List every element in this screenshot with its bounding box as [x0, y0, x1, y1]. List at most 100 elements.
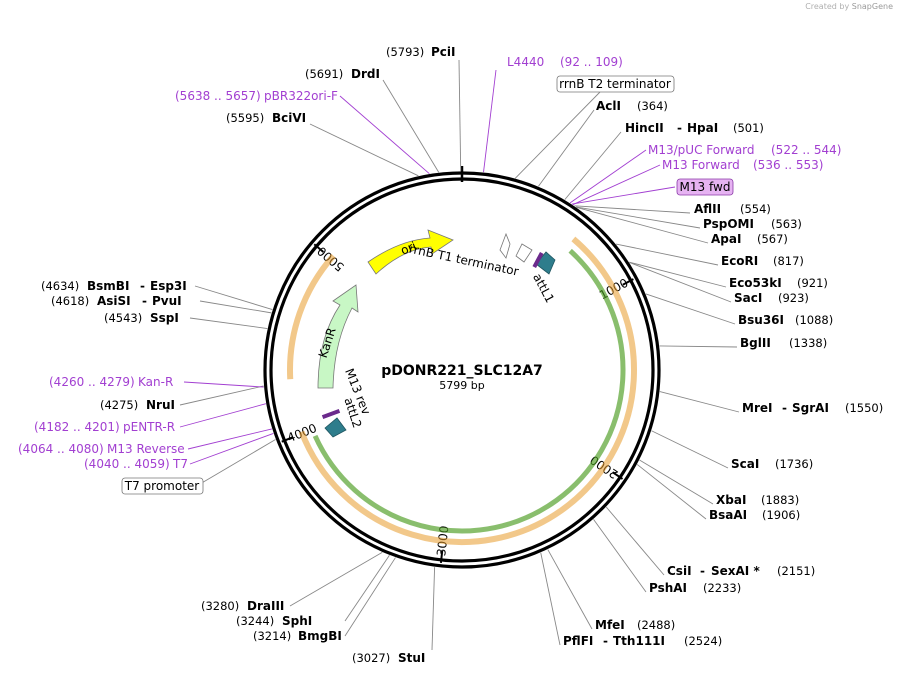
- enzyme-bcivi: (5595) BciVI: [226, 107, 306, 126]
- enzyme-nrui: (4275) NruI: [100, 394, 175, 413]
- enzyme-bglii: BglII (1338): [740, 332, 827, 351]
- primer-kan-r: (4260 .. 4279) Kan-R: [49, 371, 173, 390]
- leader-line: [639, 459, 714, 505]
- tick-mark: [281, 436, 294, 443]
- rrnb-t1-arrow-a: [499, 232, 511, 259]
- enzyme-sphi: (3244) SphI: [236, 610, 312, 629]
- leader-line: [199, 439, 276, 485]
- m13-fwd-box: M13 fwd: [676, 178, 734, 196]
- leader-line: [575, 206, 701, 229]
- leader-line: [629, 262, 732, 303]
- leader-line: [187, 428, 273, 450]
- leader-line: [605, 506, 665, 576]
- orange-arc-right: [298, 236, 637, 545]
- enzyme-xbai: XbaI (1883): [716, 489, 799, 508]
- leader-line: [576, 206, 709, 244]
- green-arc-right: [312, 248, 626, 534]
- leader-line: [431, 567, 436, 651]
- enzyme-aflii: AflII (554): [694, 198, 771, 217]
- m13-fwd-label: M13 fwd: [680, 180, 731, 194]
- enzyme-pshai: PshAI (2233): [649, 577, 741, 596]
- enzyme-pcii: (5793) PciI: [386, 41, 456, 60]
- enzyme-scai: ScaI (1736): [731, 453, 813, 472]
- enzyme-drdi: (5691) DrdI: [305, 63, 380, 82]
- enzyme-draiii: (3280) DraIII: [201, 595, 284, 614]
- rrnb-t2-label: rrnB T2 terminator: [559, 77, 671, 91]
- leader-line: [574, 205, 691, 214]
- primer-l4440: L4440 (92 .. 109): [507, 51, 623, 70]
- enzyme-mfei: MfeI (2488): [595, 614, 675, 633]
- primer-m13-reverse: (4064 .. 4080) M13 Reverse: [18, 438, 185, 457]
- leader-line: [572, 164, 661, 206]
- leader-line: [189, 432, 274, 465]
- leader-line: [199, 300, 272, 314]
- leader-line: [483, 69, 497, 173]
- enzyme-eco53ki: Eco53kI (921): [729, 272, 828, 291]
- leader-line: [645, 293, 736, 325]
- t7-promoter-label: T7 promoter: [124, 479, 200, 493]
- rrnb-t1-arrow-b: [515, 243, 533, 263]
- leader-line: [564, 131, 622, 200]
- enzyme-mrei-sgrai: MreI - SgrAI (1550): [742, 397, 883, 416]
- leader-line: [514, 91, 601, 179]
- t7-promoter-box: T7 promoter: [121, 477, 204, 495]
- enzyme-csii-sexai: CsiI - SexAI * (2151): [667, 560, 815, 579]
- leader-line: [629, 261, 727, 288]
- tick-mark: [313, 243, 325, 253]
- enzyme-bmgbi: (3214) BmgBI: [253, 625, 342, 644]
- leader-line: [538, 109, 595, 187]
- leader-line: [569, 149, 647, 204]
- orange-arc-left: [287, 253, 336, 380]
- enzyme-hincii-hpai: HincII - HpaI (501): [625, 117, 764, 136]
- enzyme-apai: ApaI (567): [711, 228, 788, 247]
- leader-line: [571, 186, 676, 205]
- primer-m13-puc-forward: M13/pUC Forward (522 .. 544): [648, 139, 841, 158]
- primer-pentr-r: (4182 .. 4201) pENTR-R: [34, 416, 175, 435]
- leader-line: [179, 385, 264, 406]
- enzyme-ecori: EcoRI (817): [721, 250, 804, 269]
- leader-line: [382, 79, 440, 173]
- snapgene-credit: Created by SnapGene: [805, 2, 893, 11]
- ori-label: ori: [399, 239, 419, 258]
- tick-mark: [622, 278, 634, 286]
- enzyme-bsaai: BsaAI (1906): [709, 504, 800, 523]
- tick-mark: [612, 471, 624, 480]
- leader-line: [458, 59, 462, 172]
- primer-t7: (4040 .. 4059) T7: [84, 453, 188, 472]
- leader-line: [179, 403, 266, 428]
- plasmid-length: 5799 bp: [439, 379, 484, 392]
- attl1-arrow: [535, 251, 556, 275]
- leader-line: [189, 317, 268, 329]
- leader-line: [659, 345, 738, 348]
- kanr-arrow: [317, 284, 359, 389]
- leader-line: [547, 549, 593, 630]
- leader-line: [289, 551, 383, 607]
- enzyme-pflfi-tth111i: PflFI - Tth111I (2524): [563, 630, 722, 649]
- leader-line: [615, 243, 719, 266]
- enzyme-saci: SacI (923): [734, 287, 809, 306]
- enzyme-stui: (3027) StuI: [352, 647, 425, 666]
- enzyme-labels: (5793) PciI (5691) DrdI (5595) BciVI Acl…: [41, 41, 883, 666]
- enzyme-acli: AclI (364): [596, 95, 668, 114]
- tick-mark: [439, 550, 444, 563]
- leader-line: [593, 519, 647, 593]
- leader-line: [339, 95, 430, 175]
- leader-line: [636, 464, 707, 520]
- plasmid-name: pDONR221_SLC12A7: [381, 363, 543, 379]
- leader-line: [651, 430, 729, 469]
- attl2-arrow: [324, 417, 347, 438]
- enzyme-bsmbi-esp3i: (4634) BsmBI - Esp3I: [41, 275, 187, 294]
- leader-lines: [179, 59, 740, 651]
- enzyme-bsu36i: Bsu36I (1088): [738, 309, 833, 328]
- credit-prefix: Created by: [805, 2, 850, 11]
- enzyme-sspi: (4543) SspI: [104, 307, 179, 326]
- ori-arrow: [367, 229, 454, 275]
- leader-line: [344, 557, 396, 637]
- primer-pbr322ori-f: (5638 .. 5657) pBR322ori-F: [175, 85, 338, 104]
- leader-line: [344, 555, 390, 622]
- enzyme-pspomi: PspOMI (563): [703, 213, 802, 232]
- m13-rev-marker: [321, 409, 341, 419]
- primer-m13-forward: M13 Forward (536 .. 553): [662, 154, 823, 173]
- leader-line: [659, 391, 740, 413]
